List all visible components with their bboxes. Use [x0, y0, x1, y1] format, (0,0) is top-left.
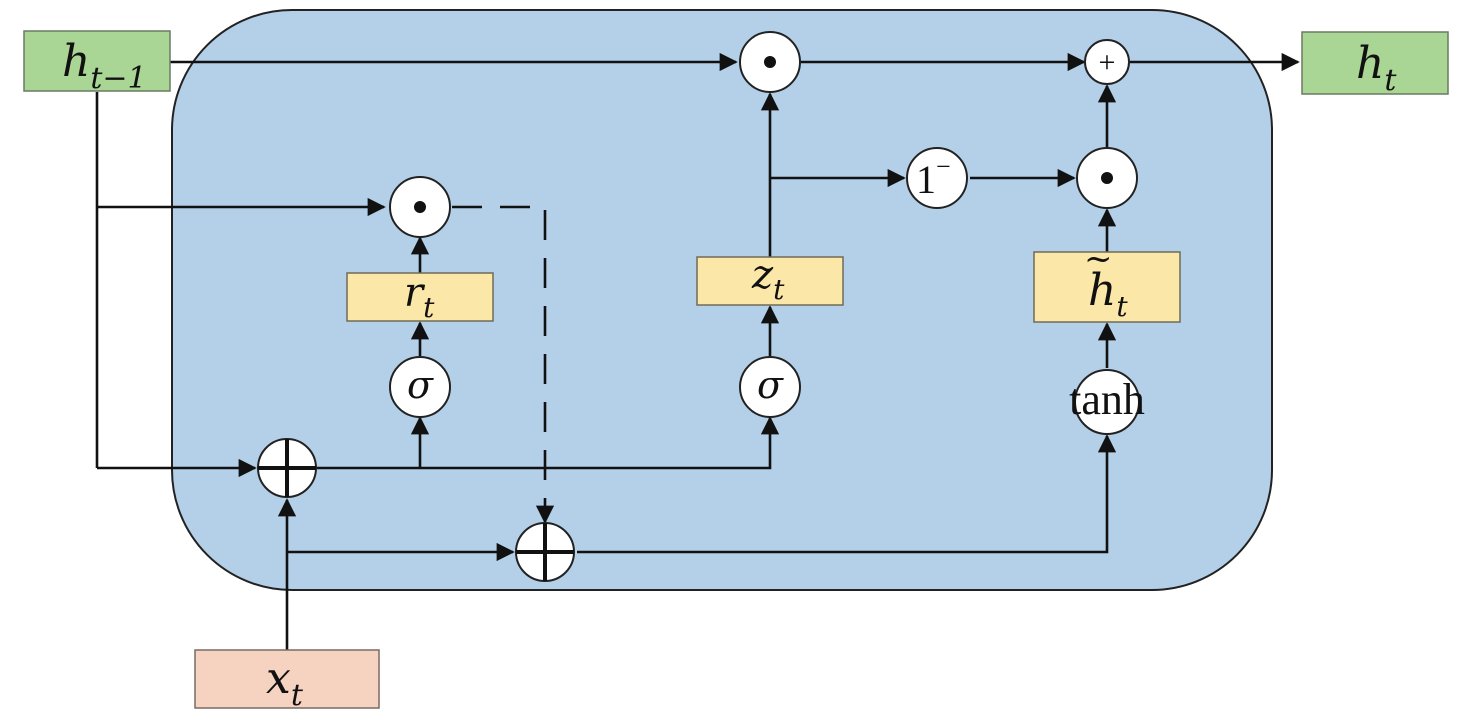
hprev-node: ht−1	[23, 30, 171, 96]
sigma-update-op: σ	[739, 356, 801, 418]
hprev-sub: t−1	[90, 61, 146, 96]
tanh-op: tanh	[1069, 369, 1145, 435]
wire-reset-mult-to-concat-right	[452, 205, 555, 524]
svg-text:rt: rt	[404, 270, 435, 324]
hout-sub: t	[1384, 63, 1397, 98]
concat-left-op	[257, 438, 317, 498]
wire-concat-to-sigma-z	[316, 416, 780, 470]
update-gate-box: zt	[696, 252, 844, 306]
plus-symbol: +	[1099, 46, 1116, 79]
right-multiply-op	[1076, 147, 1138, 209]
rt-base: r	[404, 270, 426, 316]
reset-multiply-op	[389, 176, 451, 238]
rt-sub: t	[423, 291, 435, 324]
hout-base: h	[1356, 38, 1384, 89]
candidate-base: h	[1088, 265, 1116, 316]
zt-sub: t	[773, 273, 785, 306]
concat-right-op	[515, 522, 575, 582]
svg-text:ht−1: ht−1	[62, 36, 147, 96]
tanh-label: tanh	[1069, 375, 1145, 424]
hout-node: ht	[1301, 31, 1449, 98]
sigma-reset-op: σ	[389, 356, 451, 418]
svg-text:ht: ht	[1356, 38, 1397, 98]
top-multiply-op	[739, 31, 801, 93]
zt-base: z	[751, 252, 774, 298]
one-minus-base: 1	[916, 157, 936, 202]
reset-gate-box: rt	[346, 270, 494, 324]
hprev-base: h	[62, 36, 90, 87]
one-minus-sup: −	[936, 152, 951, 181]
xt-node: xt	[194, 649, 380, 713]
xt-base: x	[266, 653, 291, 704]
svg-text:ht: ht	[1088, 265, 1128, 323]
svg-text:xt: xt	[266, 653, 304, 713]
sigma-reset-label: σ	[407, 363, 434, 407]
xt-sub: t	[291, 678, 304, 713]
svg-text:1−: 1−	[916, 152, 951, 202]
svg-text:zt: zt	[751, 252, 785, 306]
sigma-update-label: σ	[757, 363, 784, 407]
plus-op: +	[1084, 39, 1130, 85]
candidate-box: ~ ht	[1033, 239, 1181, 323]
wire-concat-right-to-tanh	[577, 434, 1117, 554]
candidate-tilde: ~	[1084, 239, 1113, 279]
candidate-sub: t	[1116, 290, 1128, 323]
one-minus-op: 1−	[906, 147, 968, 209]
